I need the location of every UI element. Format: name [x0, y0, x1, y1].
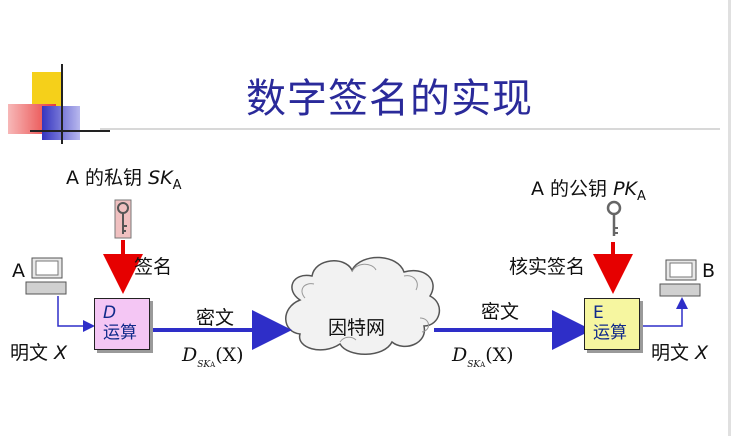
verify-label: 核实签名	[509, 256, 586, 278]
internet-cloud	[285, 256, 441, 355]
page-title: 数字签名的实现	[246, 76, 533, 122]
input-connector	[57, 296, 95, 332]
formula-left-sub: SK	[197, 360, 211, 370]
private-key-name: SK	[148, 167, 173, 189]
computer-a-icon	[25, 257, 67, 295]
plaintext-input-label: 明文 X	[10, 342, 68, 364]
formula-right-arg: (X)	[485, 344, 514, 366]
public-key-sub: A	[637, 189, 646, 204]
d-box-letter: D	[103, 303, 117, 323]
sender-id: A	[12, 260, 25, 282]
formula-right: DSKA(X)	[452, 344, 514, 370]
d-operation-box: D 运算	[94, 298, 150, 350]
title-underline	[100, 128, 720, 130]
formula-right-sub: SK	[467, 360, 481, 370]
formula-left-symbol: D	[182, 344, 198, 366]
public-key-prefix: A 的公钥	[531, 178, 614, 200]
logo-yellow-square	[32, 72, 62, 106]
public-key-icon	[606, 200, 622, 236]
private-key-icon	[114, 199, 132, 239]
plaintext-output-label-variable: X	[695, 342, 709, 364]
formula-right-subsub: A	[480, 361, 486, 369]
ciphertext-label-left: 密文	[196, 307, 235, 329]
ciphertext-label-right: 密文	[481, 301, 520, 323]
d-box-label: 运算	[103, 323, 137, 343]
right-edge-line	[728, 0, 731, 436]
output-connector	[640, 297, 688, 327]
formula-left: DSKA(X)	[182, 344, 244, 370]
logo-vertical-line	[61, 64, 63, 144]
formula-right-symbol: D	[452, 344, 468, 366]
public-key-name: PK	[613, 178, 637, 200]
receiver-id: B	[702, 260, 716, 282]
formula-left-subsub: A	[210, 361, 216, 369]
e-operation-box: E 运算	[584, 298, 640, 350]
computer-b-icon	[659, 259, 701, 297]
plaintext-output-label: 明文 X	[651, 342, 709, 364]
private-key-prefix: A 的私钥	[66, 167, 149, 189]
e-box-letter: E	[593, 303, 604, 323]
logo-horizontal-line	[30, 130, 110, 132]
private-key-label: A 的私钥 SKA	[66, 163, 182, 193]
e-box-label: 运算	[593, 323, 627, 343]
formula-left-arg: (X)	[215, 344, 244, 366]
private-key-sub: A	[172, 178, 182, 193]
logo-decoration	[0, 64, 110, 154]
network-label: 因特网	[328, 317, 386, 339]
public-key-label: A 的公钥 PKA	[531, 174, 646, 204]
sign-label: 签名	[134, 256, 173, 278]
plaintext-input-label-variable: X	[54, 342, 68, 364]
